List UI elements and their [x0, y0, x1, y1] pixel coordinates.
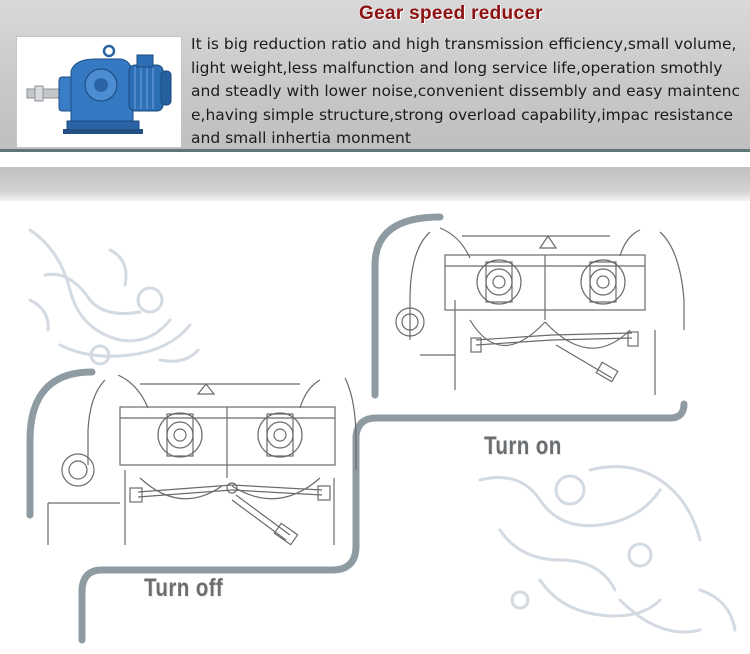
floral-ornament-top-left [28, 228, 200, 366]
header-banner: Gear speed reducer [0, 0, 750, 150]
header-divider [0, 149, 750, 152]
connector-top-bracket [371, 213, 444, 399]
turn-off-drawing [47, 374, 357, 546]
product-description: It is big reduction ratio and high trans… [191, 35, 740, 147]
turn-on-caption: Turn on [484, 432, 562, 460]
section-band [0, 167, 750, 201]
product-photo [16, 36, 182, 148]
connector-left-bracket [26, 368, 96, 519]
floral-ornament-bottom-right [478, 465, 737, 634]
connector-step-line [78, 400, 688, 644]
turn-on-drawing [395, 227, 685, 395]
gear-reducer-motor-icon [26, 44, 172, 134]
page-title: Gear speed reducer [359, 3, 543, 24]
turn-off-caption: Turn off [144, 574, 224, 602]
